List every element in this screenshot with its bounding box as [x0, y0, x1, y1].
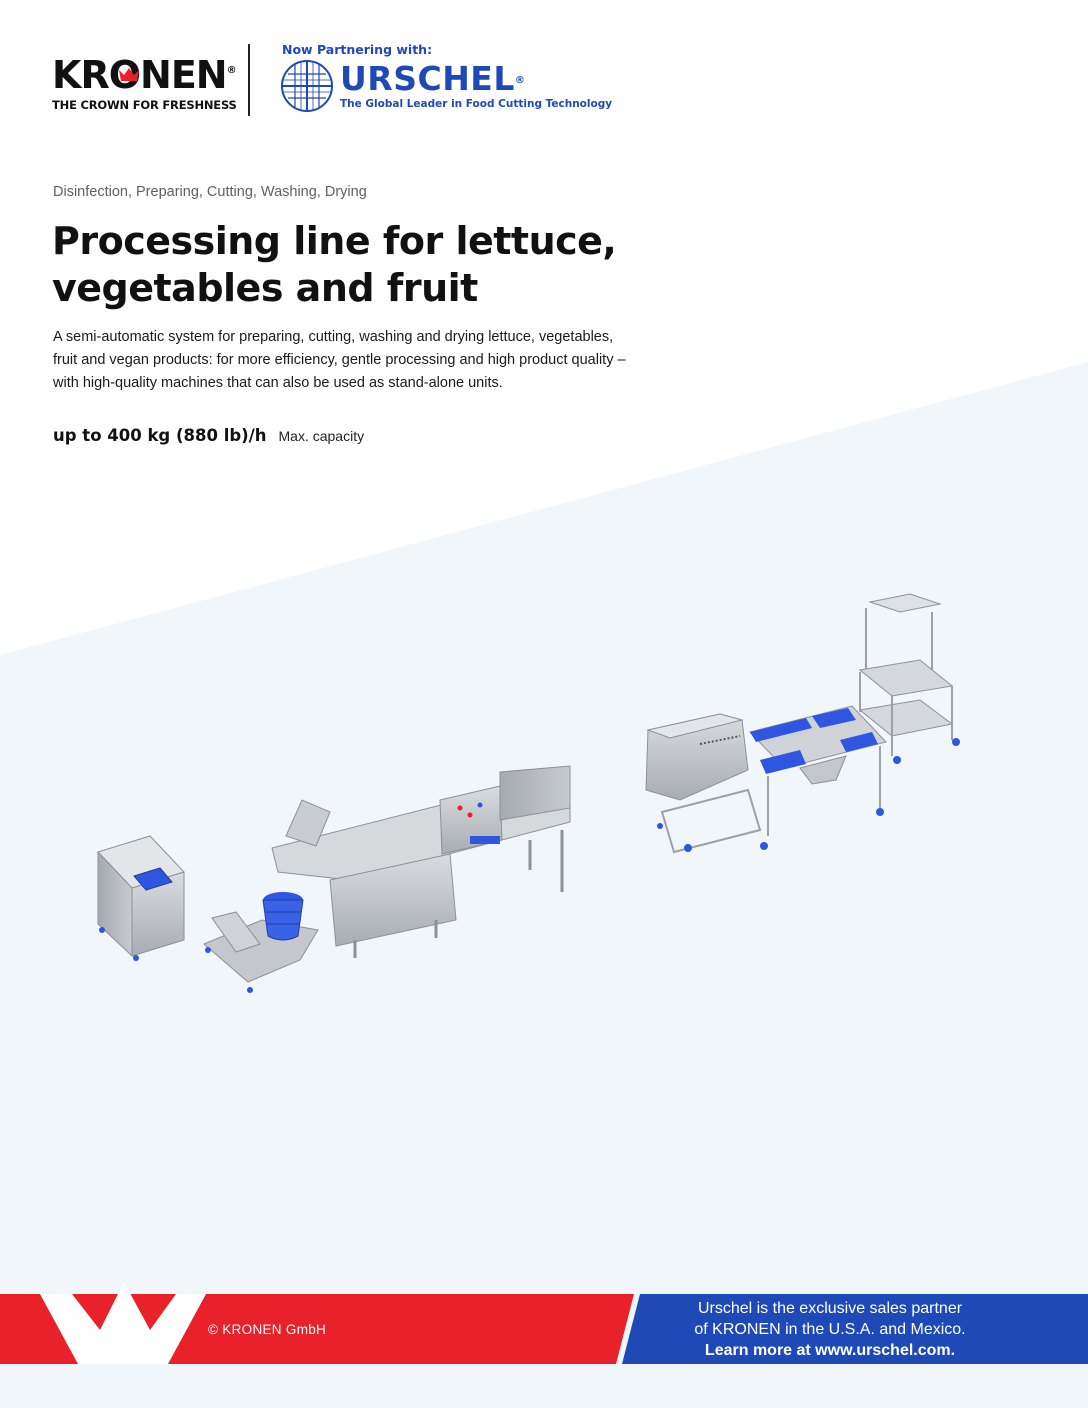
partner-line: of KRONEN in the U.S.A. and Mexico. — [694, 1321, 966, 1338]
processing-line-illustration — [97, 593, 960, 993]
footer — [0, 1280, 1088, 1370]
description-line: with high-quality machines that can also… — [53, 375, 503, 391]
urschel-logo-text: URSCHEL — [340, 59, 515, 98]
partner-line: Urschel is the exclusive sales partner — [697, 1300, 963, 1317]
category-line: Disinfection, Preparing, Cutting, Washin… — [53, 184, 367, 200]
partner-link[interactable]: Learn more at www.urschel.com. — [704, 1342, 956, 1359]
page-title: Processing line for lettuce, vegetables … — [52, 218, 692, 312]
kronen-logo-text: KRONEN — [52, 53, 228, 97]
footer-blue-band — [622, 1294, 1088, 1364]
spin-dryer — [97, 835, 185, 961]
partner-label: Now Partnering with: — [282, 42, 433, 57]
title-line: Processing line for lettuce, — [52, 219, 617, 263]
description-line: fruit and vegan products: for more effic… — [53, 352, 626, 368]
basket-table — [203, 892, 319, 993]
cutting-station — [645, 705, 887, 854]
kronen-crown-icon — [119, 68, 139, 81]
kronen-tagline: THE CROWN FOR FRESHNESS — [52, 98, 237, 112]
urschel-tagline: The Global Leader in Food Cutting Techno… — [340, 98, 613, 110]
capacity: up to 400 kg (880 lb)/h Max. capacity — [53, 426, 364, 445]
kronen-logo: KRONEN® THE CROWN FOR FRESHNESS — [52, 53, 237, 112]
description-line: A semi-automatic system for preparing, c… — [53, 329, 614, 345]
footer-crown-icon — [40, 1282, 206, 1364]
header-divider — [248, 44, 250, 116]
shelf-cart — [858, 593, 960, 764]
urschel-globe-icon — [281, 60, 333, 112]
washing-machine — [271, 765, 571, 958]
copyright: © KRONEN GmbH — [208, 1322, 327, 1337]
description: A semi-automatic system for preparing, c… — [53, 326, 673, 395]
capacity-value: up to 400 kg (880 lb)/h — [53, 426, 267, 445]
urschel-logo: Now Partnering with: URSCHEL® The Global… — [280, 42, 612, 113]
capacity-label: Max. capacity — [278, 428, 365, 444]
partner-note: Urschel is the exclusive sales partner o… — [650, 1298, 1010, 1361]
title-line: vegetables and fruit — [52, 266, 478, 310]
